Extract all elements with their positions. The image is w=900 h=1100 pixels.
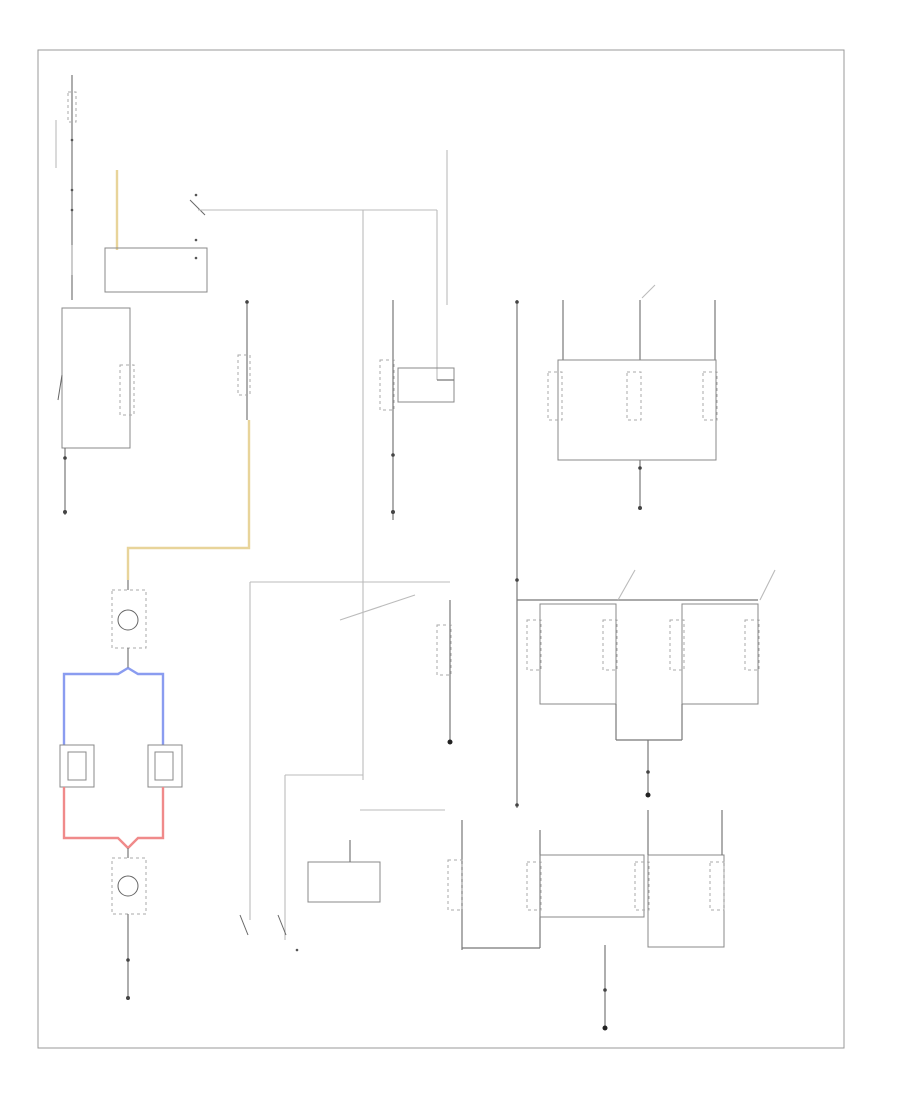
blue-wire-loop bbox=[62, 666, 165, 745]
lower-lamp-assembly bbox=[111, 848, 147, 1000]
right-door-switch-block bbox=[517, 569, 776, 798]
center-lower-relay bbox=[239, 774, 445, 952]
lamp-right bbox=[147, 744, 183, 788]
center-switch-box bbox=[379, 300, 455, 520]
right-upper-switch-block bbox=[547, 284, 718, 510]
left-switch-box bbox=[57, 307, 135, 515]
upper-lamp-assembly bbox=[111, 580, 147, 668]
lamp-left bbox=[59, 744, 95, 788]
center-mid-switch bbox=[249, 581, 453, 920]
yellow-wire-main bbox=[126, 420, 251, 580]
dimmer-switch bbox=[237, 300, 251, 420]
right-lower-switch-block bbox=[447, 810, 725, 1031]
fuse-block-top-left bbox=[55, 75, 77, 300]
red-wire-loop bbox=[62, 787, 165, 849]
ignition-switch bbox=[104, 193, 208, 293]
